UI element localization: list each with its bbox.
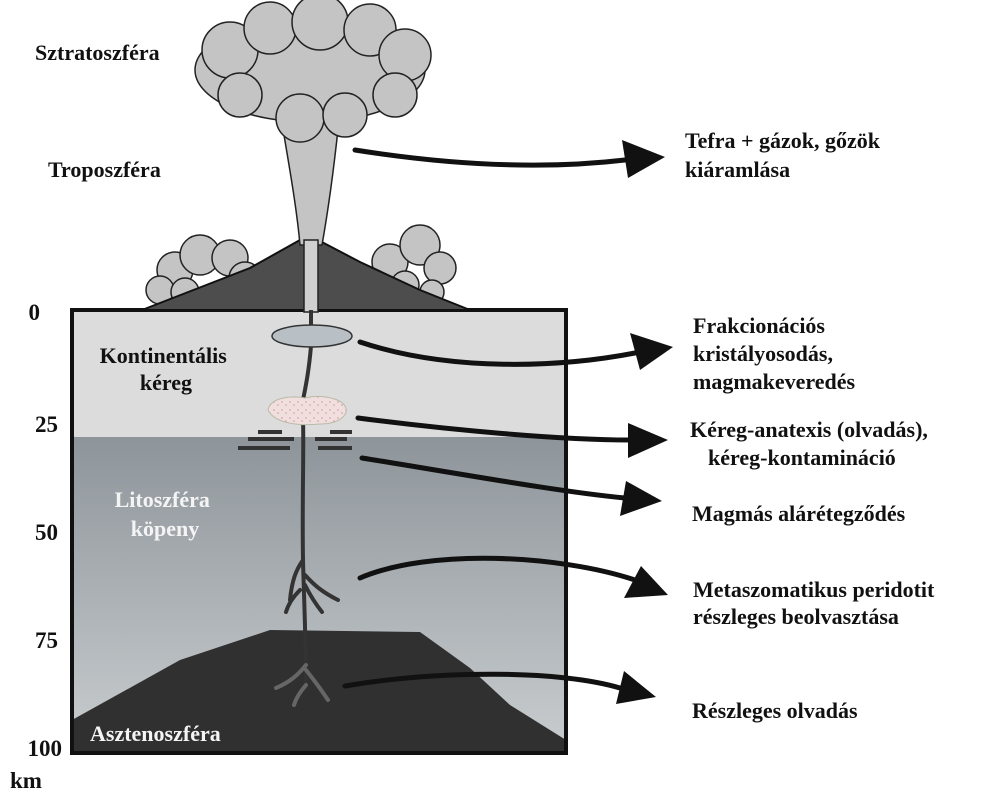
process-arrows	[342, 147, 643, 691]
process-anatexis-line-1: Kéreg-anatexis (olvadás),	[690, 417, 928, 442]
process-label-fractionation: Frakcionációs kristályosodás, magmakever…	[693, 313, 856, 394]
arrow-head-6	[616, 671, 656, 704]
depth-unit: km	[10, 768, 42, 793]
asthenosphere-label: Asztenoszféra	[90, 721, 221, 746]
arrow-head-3	[628, 423, 668, 458]
arrow-1	[352, 147, 628, 168]
process-label-underplating: Magmás alárétegződés	[692, 501, 906, 526]
arrow-4	[359, 455, 628, 501]
feeder-roots-lower	[274, 663, 330, 707]
depth-axis: 0 25 50 75 100 km	[10, 300, 62, 793]
crustal-melt-zone	[267, 395, 347, 426]
stratosphere-label: Sztratoszféra	[35, 40, 160, 65]
crust-label-line-2: kéreg	[140, 370, 192, 395]
arrow-head-1	[622, 140, 665, 178]
process-metasomatic-line-2: részleges beolvasztása	[693, 604, 899, 629]
process-tephra-line-2: kiáramlása	[685, 157, 790, 182]
troposphere-label: Troposzféra	[48, 157, 161, 182]
process-fractionation-line-2: kristályosodás,	[693, 341, 833, 366]
arrow-3	[355, 415, 633, 443]
process-tephra-line-1: Tefra + gázok, gőzök	[685, 128, 881, 153]
depth-tick-75: 75	[35, 628, 58, 653]
arrow-2	[357, 339, 643, 367]
magma-chamber	[271, 324, 353, 348]
process-label-partial-melting: Részleges olvadás	[692, 698, 858, 723]
mushroom-cloud	[194, 0, 432, 143]
depth-tick-0: 0	[29, 300, 41, 325]
depth-tick-25: 25	[35, 412, 58, 437]
asthenosphere-layer	[72, 630, 566, 753]
process-underplating-line-1: Magmás alárétegződés	[692, 501, 906, 526]
arrow-head-4	[620, 481, 662, 516]
process-anatexis-line-2: kéreg-kontamináció	[708, 445, 896, 470]
sills-underplating	[238, 430, 352, 450]
process-label-metasomatic: Metaszomatikus peridotit részleges beolv…	[693, 577, 940, 629]
volcanic-vent	[303, 239, 319, 313]
volcano	[141, 0, 471, 313]
crust-label: Kontinentális kéreg	[100, 343, 233, 395]
process-metasomatic-line-1: Metaszomatikus peridotit	[693, 577, 935, 602]
magma-plumbing	[238, 310, 353, 707]
lithosphere-mantle-label-line-2: köpeny	[131, 516, 199, 541]
depth-tick-100: 100	[28, 736, 63, 761]
process-fractionation-line-1: Frakcionációs	[693, 313, 825, 338]
lithosphere-mantle-label: Litoszféra köpeny	[115, 487, 216, 541]
depth-tick-50: 50	[35, 520, 58, 545]
process-label-anatexis: Kéreg-anatexis (olvadás), kéreg-kontamin…	[690, 417, 933, 470]
process-label-tephra: Tefra + gázok, gőzök kiáramlása	[685, 128, 886, 182]
arrow-head-5	[624, 566, 668, 598]
process-fractionation-line-3: magmakeveredés	[693, 369, 856, 394]
arrow-heads	[616, 140, 673, 704]
crust-label-line-1: Kontinentális	[100, 343, 228, 368]
lithosphere-mantle-label-line-1: Litoszféra	[115, 487, 210, 512]
process-partial-melting-line-1: Részleges olvadás	[692, 698, 858, 723]
feeder-roots-upper	[284, 558, 340, 614]
arrow-6	[342, 671, 623, 691]
arrow-head-2	[630, 333, 673, 370]
arrow-5	[357, 555, 638, 583]
